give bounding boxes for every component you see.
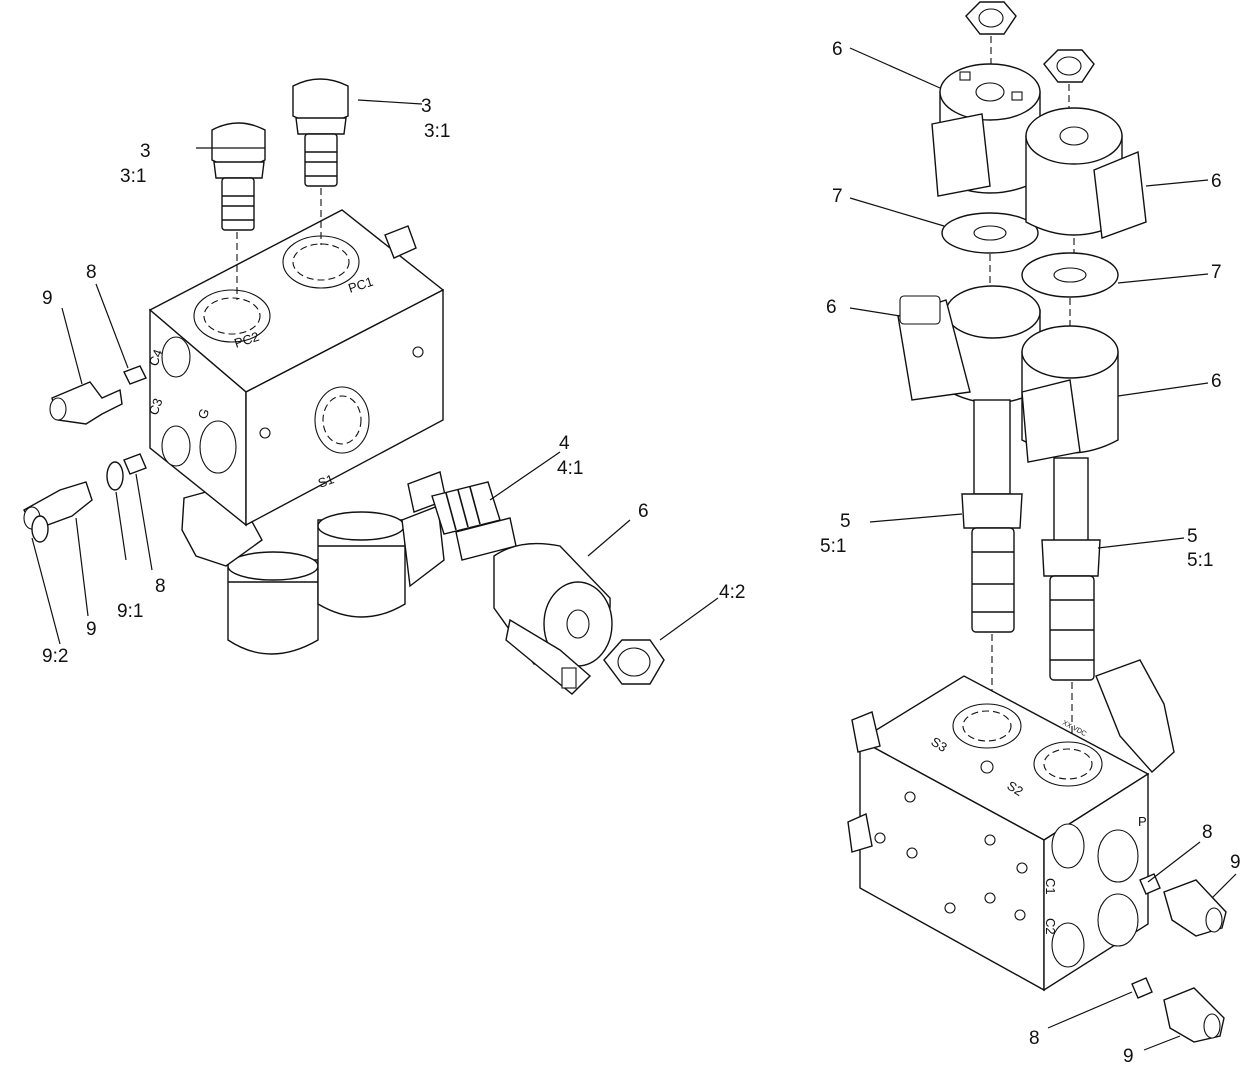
callout-6-right-a: 6 [1211, 171, 1222, 192]
callout-9-right-lower: 9 [1123, 1046, 1134, 1067]
right-valve-assembly: S3 S2 XX VDC P C1 C2 [820, 1, 1241, 1067]
port-label-c2: C2 [1043, 918, 1058, 935]
left-hex-nut [603, 639, 665, 685]
callout-6-right-b: 6 [1211, 371, 1222, 392]
right-fitting-upper [1139, 873, 1227, 937]
right-fitting-lower [1131, 977, 1225, 1043]
port-label-g: G [195, 406, 213, 421]
port-label-c1: C1 [1043, 878, 1058, 895]
right-coil-b [1025, 107, 1147, 258]
port-label-pc2: PC2 [232, 329, 261, 351]
callout-8-right-upper: 8 [1202, 822, 1213, 843]
right-top-nut-b [1043, 49, 1095, 120]
callout-7-right: 7 [1211, 262, 1222, 283]
left-lower-coils [181, 484, 445, 655]
right-coil-c [897, 285, 1041, 700]
callout-8-upper: 8 [86, 262, 97, 283]
port-label-p: P [1138, 814, 1147, 829]
callout-8-right-lower: 8 [1029, 1028, 1040, 1049]
left-cartridge-valve-a [211, 122, 266, 300]
right-washer-a [941, 212, 1039, 290]
callout-9-1: 9:1 [117, 601, 143, 622]
right-coil-a [931, 63, 1041, 197]
right-manifold-block: S3 S2 XX VDC P C1 C2 [847, 659, 1175, 992]
port-label-s1: S1 [316, 471, 336, 491]
callout-4: 4 [559, 433, 570, 454]
left-cartridge-valve-b [292, 78, 349, 245]
callout-3-top: 3 [421, 96, 432, 117]
left-leader-lines [31, 99, 719, 645]
port-label-c3: C3 [146, 396, 166, 417]
callout-9-lower: 9 [86, 619, 97, 640]
callout-5-1-left: 5:1 [820, 536, 846, 557]
callout-3-1-left: 3:1 [120, 166, 146, 187]
callout-3-left: 3 [140, 141, 151, 162]
left-fitting-lower [23, 453, 147, 543]
callout-5-right: 5 [1187, 526, 1198, 547]
callout-8-lower: 8 [155, 576, 166, 597]
callout-9-upper: 9 [42, 288, 53, 309]
port-label-s3: S3 [928, 734, 949, 755]
callout-3-1-top: 3:1 [424, 121, 450, 142]
right-coil-d [1021, 325, 1119, 760]
callout-7-left: 7 [832, 186, 843, 207]
callout-9-right-upper: 9 [1230, 852, 1241, 873]
left-manifold-block: PC2 PC1 C4 C3 G S1 [146, 209, 445, 527]
callout-6-top-right: 6 [832, 39, 843, 60]
left-solenoid-coil [493, 542, 613, 695]
callout-4-2: 4:2 [719, 582, 745, 603]
callout-6-left: 6 [638, 501, 649, 522]
left-side-cartridge [407, 471, 517, 561]
callout-6-mid-left: 6 [826, 297, 837, 318]
port-label-s2: S2 [1004, 778, 1025, 799]
port-label-c4: C4 [146, 347, 166, 368]
port-label-pc1: PC1 [346, 274, 375, 296]
callout-4-1: 4:1 [557, 458, 583, 479]
callout-9-2: 9:2 [42, 646, 68, 667]
callout-5-left: 5 [840, 511, 851, 532]
left-fitting-upper [49, 365, 147, 425]
callout-5-1-right: 5:1 [1187, 550, 1213, 571]
right-leader-lines [849, 47, 1237, 1051]
left-valve-assembly: PC2 PC1 C4 C3 G S1 [23, 78, 745, 695]
